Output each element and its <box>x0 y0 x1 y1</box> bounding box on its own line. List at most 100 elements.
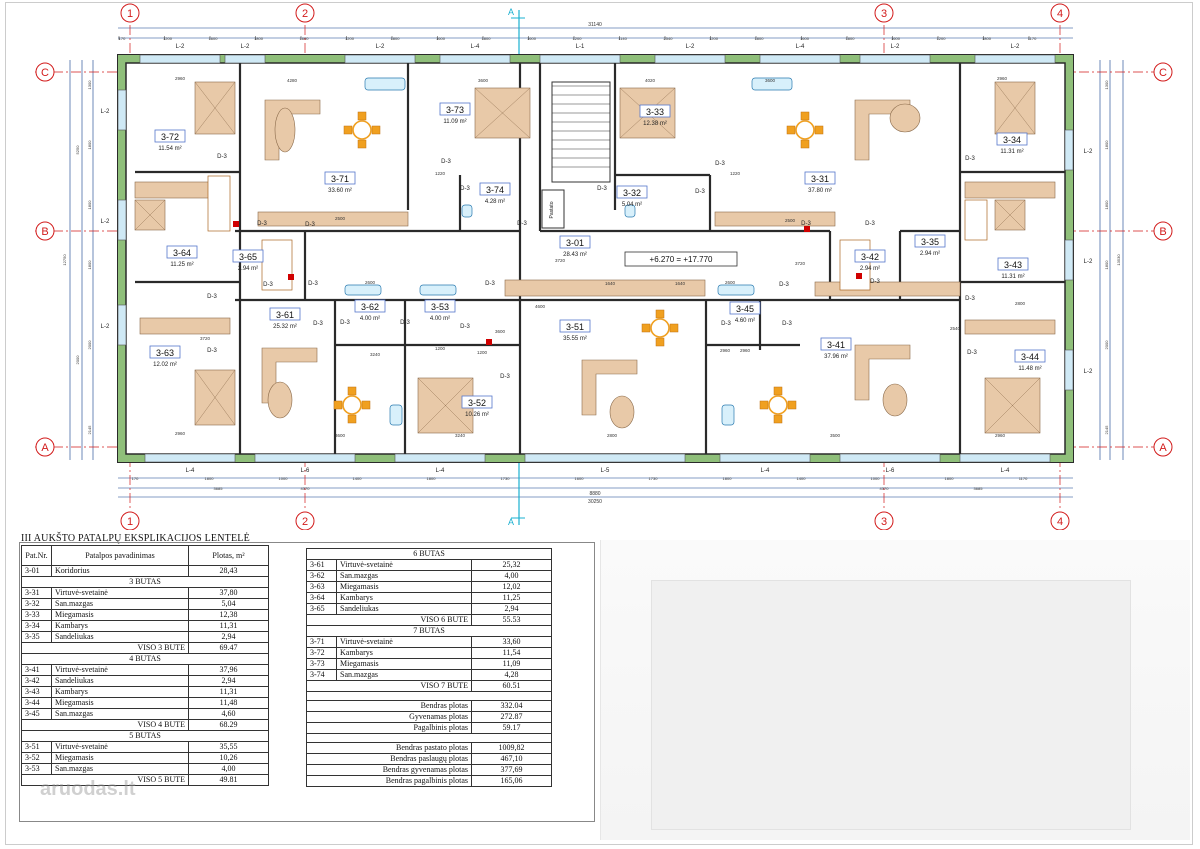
window-top <box>139 54 221 64</box>
dim-tick-label: 1800 <box>1104 260 1109 270</box>
total-value: 272.87 <box>471 711 552 723</box>
coffee-table <box>267 381 293 419</box>
kitchen-counter <box>714 211 836 227</box>
total-value: 467,10 <box>471 753 552 765</box>
dim-tick-label: 2145 <box>87 425 92 435</box>
elevation-box <box>624 251 738 267</box>
room-label-box <box>559 319 591 333</box>
door-label: D-3 <box>779 282 789 288</box>
section-title: 4 BUTAS <box>21 653 269 665</box>
room-label-box <box>479 182 511 196</box>
dining-chair <box>786 125 796 135</box>
room-number: 3-52 <box>21 752 52 764</box>
inner-dim-label: 3720 <box>795 261 806 266</box>
window-label: L-2 <box>376 44 385 50</box>
red-marker <box>233 221 239 227</box>
door-label: D-3 <box>460 186 470 192</box>
dim-tick-label: 1800 <box>391 36 401 41</box>
red-marker <box>288 274 294 280</box>
dim-tick-label: 1200 <box>573 36 583 41</box>
dining-chair <box>773 386 783 396</box>
door-label: D-3 <box>782 321 792 327</box>
sanitary-fixture <box>721 404 735 426</box>
inner-dim-label: 2600 <box>365 280 376 285</box>
room-name: San.mazgas <box>51 763 189 775</box>
room-name: Miegamasis <box>51 609 189 621</box>
inner-dim-label: 3720 <box>200 336 211 341</box>
dim-tick-label: 1800 <box>1104 200 1109 210</box>
window-bottom <box>524 453 686 463</box>
dim-tick-label: 1800 <box>87 260 92 270</box>
dim-tick-label: 1000 <box>871 476 881 481</box>
dining-chair <box>333 400 343 410</box>
total-label: Bendras pastato plotas <box>306 742 472 754</box>
axis-label: B <box>41 226 48 238</box>
room-area-label: 11.25 m² <box>170 262 193 268</box>
inner-dim-label: 3600 <box>495 329 506 334</box>
room-name: Virtuvė-svetainė <box>51 741 189 753</box>
dim-tick-label: 1200 <box>345 36 355 41</box>
room-label-box <box>269 307 301 321</box>
dining-chair <box>655 337 665 347</box>
total-label: Bendras gyvenamas plotas <box>306 764 472 776</box>
dim-label: 30250 <box>588 499 602 505</box>
blank-scan-area <box>600 540 1190 840</box>
room-area: 4,28 <box>471 669 552 681</box>
room-area-label: 5.04 m² <box>622 202 642 208</box>
inner-dim-label: 2800 <box>1015 301 1026 306</box>
room-number-label: 3-51 <box>566 322 584 332</box>
door-label: D-3 <box>721 321 731 327</box>
room-area: 28,43 <box>188 565 269 577</box>
dim-label: 5250 <box>75 145 80 155</box>
dining-chair <box>361 400 371 410</box>
room-name: San.mazgas <box>336 669 472 681</box>
room-label-box <box>166 245 198 259</box>
bed-cover <box>417 377 474 434</box>
room-name: San.mazgas <box>51 598 189 610</box>
dim-tick-label: 2540 <box>664 36 674 41</box>
bed-cover <box>994 199 1026 231</box>
dining-chair <box>343 125 353 135</box>
dining-table <box>352 120 372 140</box>
window-label: L-2 <box>1084 149 1093 155</box>
total-value: 1009,82 <box>471 742 552 754</box>
kitchen-counter <box>257 211 409 227</box>
room-number-label: 3-61 <box>276 310 294 320</box>
room-number-label: 3-43 <box>1004 260 1022 270</box>
door-label: D-3 <box>965 296 975 302</box>
total-value: 377,69 <box>471 764 552 776</box>
total-value: 49.81 <box>188 774 269 786</box>
window-top <box>539 54 621 64</box>
room-area-label: 33.60 m² <box>328 188 352 194</box>
dim-tick-label: 1730 <box>649 476 659 481</box>
kitchen-counter <box>504 279 706 297</box>
room-name: Koridorius <box>51 565 189 577</box>
room-label-box <box>1014 349 1046 363</box>
dim-tick-label: 2000 <box>1104 340 1109 350</box>
sofa <box>581 359 638 416</box>
dim-tick-label: 1600 <box>800 36 810 41</box>
window-top <box>974 54 1056 64</box>
inner-dim-label: 2960 <box>740 348 751 353</box>
door-label: D-3 <box>695 189 705 195</box>
room-number: 3-34 <box>21 620 52 632</box>
dining-chair <box>357 111 367 121</box>
room-number-label: 3-44 <box>1021 352 1039 362</box>
dim-tick-label: 1300 <box>87 80 92 90</box>
dim-label: 13530 <box>1116 254 1121 266</box>
dim-tick-label: 1200 <box>163 36 173 41</box>
room-area-label: 10.26 m² <box>465 412 489 418</box>
window-label: L-2 <box>1084 369 1093 375</box>
room-label-box <box>914 234 946 248</box>
room-label-box <box>354 299 386 313</box>
kitchen-counter <box>964 181 1056 199</box>
room-name: Miegamasis <box>51 752 189 764</box>
window-top <box>439 54 511 64</box>
inner-dim-label: 4600 <box>535 304 546 309</box>
